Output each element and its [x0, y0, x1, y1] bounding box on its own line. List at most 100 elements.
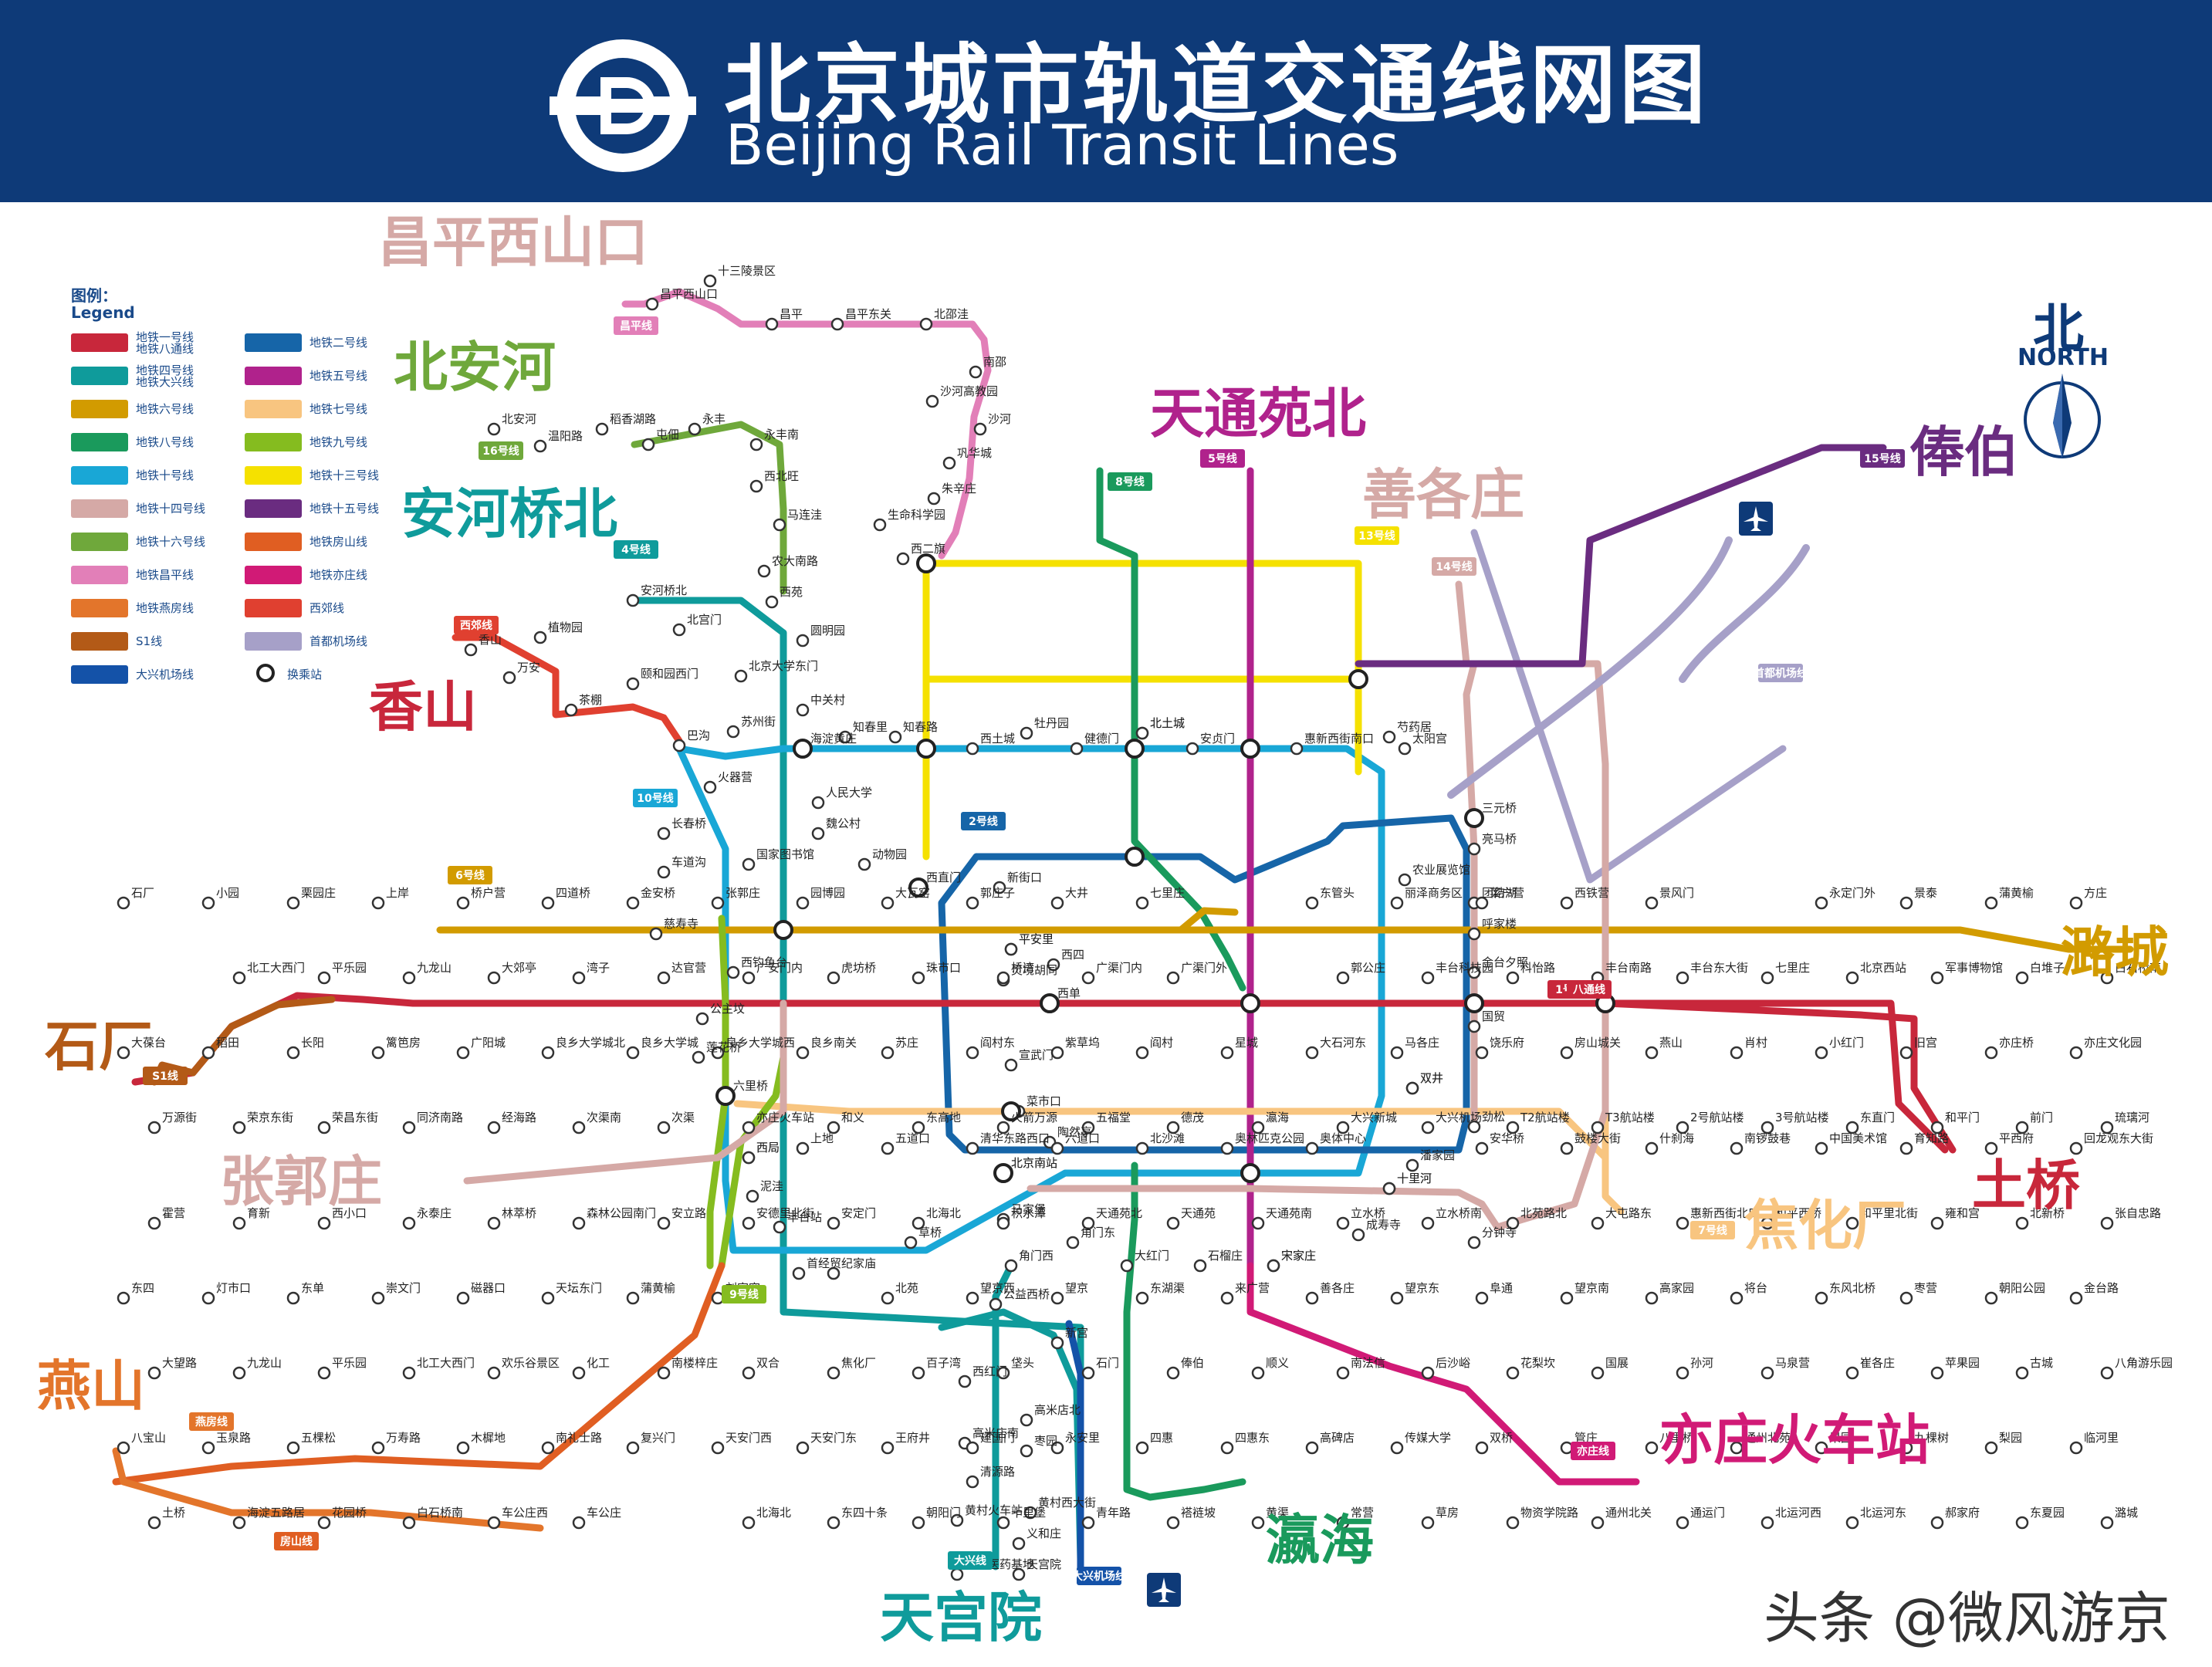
station-dot	[1251, 1121, 1265, 1134]
station-label: 火箭万源	[1011, 1111, 1057, 1124]
station-dot	[1560, 1441, 1574, 1455]
station-dot	[1166, 1216, 1180, 1230]
station-dot	[1066, 1236, 1080, 1249]
station-label: 万源街	[162, 1111, 197, 1124]
station-dot	[1560, 1141, 1574, 1155]
legend-label: 地铁十号线	[136, 468, 194, 482]
station-dot	[711, 1046, 725, 1060]
title-banner: 北京城市轨道交通线网图 Beijing Rail Transit Lines	[0, 0, 2212, 202]
station-label: 北苑路北	[1520, 1206, 1567, 1220]
station-label: 大兴新城	[1351, 1111, 1397, 1124]
line-badge-bg	[448, 866, 492, 884]
station-dot	[792, 1266, 806, 1280]
station-dot	[2069, 1441, 2083, 1455]
transfer-icon	[1240, 739, 1260, 759]
station	[1730, 1046, 1744, 1060]
station-dot	[1645, 896, 1659, 910]
station-dot	[2100, 1516, 2114, 1530]
station-label: 火器营	[718, 770, 753, 784]
station-dot	[1984, 1141, 1998, 1155]
terminal-area-label: 北安河	[394, 336, 556, 399]
station-dot	[912, 1216, 925, 1230]
station-dot	[912, 971, 925, 985]
terminal-area-label: 天通苑北	[1150, 382, 1366, 445]
station-label: 郝家府	[1945, 1506, 1980, 1520]
station	[317, 1366, 331, 1380]
station-dot	[657, 1216, 671, 1230]
station	[1475, 1441, 1489, 1455]
station-label: 北土城	[1150, 716, 1185, 730]
station	[1467, 965, 1481, 979]
station-label: 四惠	[1150, 1431, 1173, 1445]
station-dot	[773, 518, 786, 532]
station	[1591, 1366, 1605, 1380]
transfer-icon	[1464, 808, 1484, 828]
station	[711, 896, 725, 910]
station	[1020, 726, 1033, 740]
legend-label: 地铁亦庄线	[309, 568, 368, 582]
station	[572, 1366, 586, 1380]
station-dot	[1506, 1216, 1520, 1230]
station-label: 垡头	[1011, 1356, 1034, 1370]
line-badge-label: 15号线	[1864, 452, 1900, 465]
station	[541, 896, 555, 910]
station-label: 西钓鱼台	[741, 955, 787, 969]
station-label: 健德门	[1084, 732, 1119, 746]
station	[827, 1366, 840, 1380]
station-dot	[1020, 1444, 1033, 1458]
station	[533, 631, 547, 644]
station-dot	[873, 518, 887, 532]
station-dot	[1930, 971, 1944, 985]
station	[1020, 1444, 1033, 1458]
station-dot	[2100, 1366, 2114, 1380]
line-badge-bg	[479, 441, 523, 460]
station	[888, 730, 902, 744]
station-label: 张郭庄	[725, 886, 760, 900]
station	[626, 1291, 640, 1305]
station-dot	[317, 1216, 331, 1230]
station-label: 西二旗	[911, 542, 945, 556]
line-badge-label: 亦庄线	[1577, 1445, 1609, 1458]
station	[626, 1441, 640, 1455]
station-dot	[1023, 1506, 1037, 1520]
station-label: 苹果园	[1945, 1356, 1980, 1370]
station	[742, 1151, 756, 1165]
station-label: 宣武门	[1019, 1048, 1054, 1062]
station-label: 焦化厂	[841, 1356, 876, 1370]
airplane-icon	[1739, 502, 1773, 536]
station	[827, 1516, 840, 1530]
station-label: 北新桥	[2030, 1206, 2065, 1220]
station-label: 角门东	[1081, 1226, 1115, 1239]
line-badge: 15号线	[1860, 449, 1905, 468]
airplane-icon	[1147, 1573, 1181, 1607]
station	[796, 896, 810, 910]
station-dot	[2015, 1516, 2029, 1530]
line-14-south	[1027, 1107, 1609, 1231]
station-dot	[703, 274, 717, 288]
station-label: 天安门东	[810, 1431, 857, 1445]
station-label: 六道口	[1065, 1131, 1100, 1145]
station-label: 方庄	[2084, 886, 2107, 900]
station	[1081, 971, 1095, 985]
station-label: 朝阳公园	[1999, 1281, 2045, 1295]
station-dot	[827, 1266, 840, 1280]
station-dot	[1930, 1121, 1944, 1134]
station	[1645, 896, 1659, 910]
transfer-icon	[1464, 993, 1484, 1013]
station-dot	[1815, 1441, 1828, 1455]
station-dot	[742, 1216, 756, 1230]
line-badge: 大兴线	[948, 1551, 993, 1570]
line-badge-label: 10号线	[637, 792, 673, 805]
station	[996, 1366, 1010, 1380]
station-dot	[1475, 1141, 1489, 1155]
station-label: 北京西站	[1860, 961, 1906, 975]
station-dot	[1166, 1121, 1180, 1134]
station-dot	[1004, 1259, 1018, 1273]
station	[2069, 1291, 2083, 1305]
station	[1066, 1236, 1080, 1249]
legend-label: S1线	[136, 634, 163, 648]
station-label: 安德里北街	[756, 1206, 814, 1220]
station-dot	[1081, 1216, 1095, 1230]
station-dot	[742, 1121, 756, 1134]
station-label: 中国美术馆	[1829, 1131, 1887, 1145]
